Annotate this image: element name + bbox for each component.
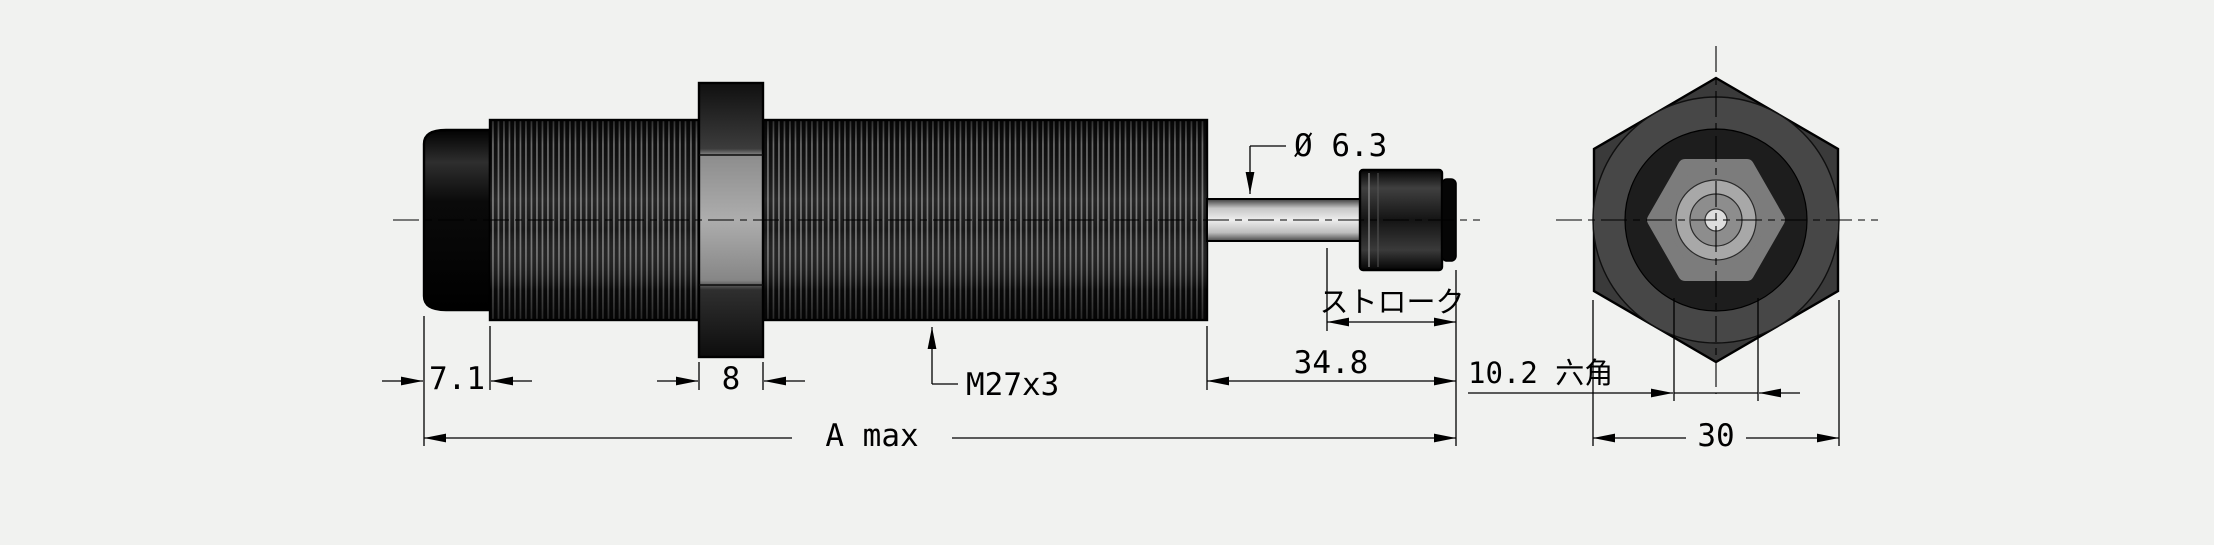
dimension-text-gap (1686, 416, 1746, 448)
dim-across-flats: 30 (1592, 300, 1840, 454)
dim-nut-width: 8 (657, 361, 805, 397)
dim-hex-socket: 10.2 六角 (1468, 298, 1800, 401)
dim-stroke: ストローク (1319, 248, 1465, 331)
rod-extension-label: 34.8 (1294, 345, 1369, 381)
stroke-label: ストローク (1319, 285, 1464, 319)
shock-absorber-side-view (393, 81, 1480, 359)
hex-socket-label: 10.2 六角 (1468, 356, 1613, 390)
thread-callout: M27x3 (927, 327, 1059, 403)
rod-diameter-callout: Ø 6.3 (1245, 128, 1387, 194)
cap-width-label: 7.1 (429, 361, 485, 397)
dim-overall-length: A max (424, 270, 1457, 454)
dim-rod-extension: 34.8 (1206, 326, 1456, 390)
dimension-text-gap (792, 416, 952, 448)
dim-cap-width: 7.1 (382, 316, 532, 446)
shock-absorber-end-view (1556, 46, 1878, 394)
rod-diameter-label: Ø 6.3 (1294, 128, 1387, 164)
nut-width-label: 8 (722, 361, 741, 397)
thread-spec-label: M27x3 (966, 367, 1059, 403)
across-flats-label: 30 (1697, 418, 1734, 454)
overall-length-label: A max (825, 418, 918, 454)
